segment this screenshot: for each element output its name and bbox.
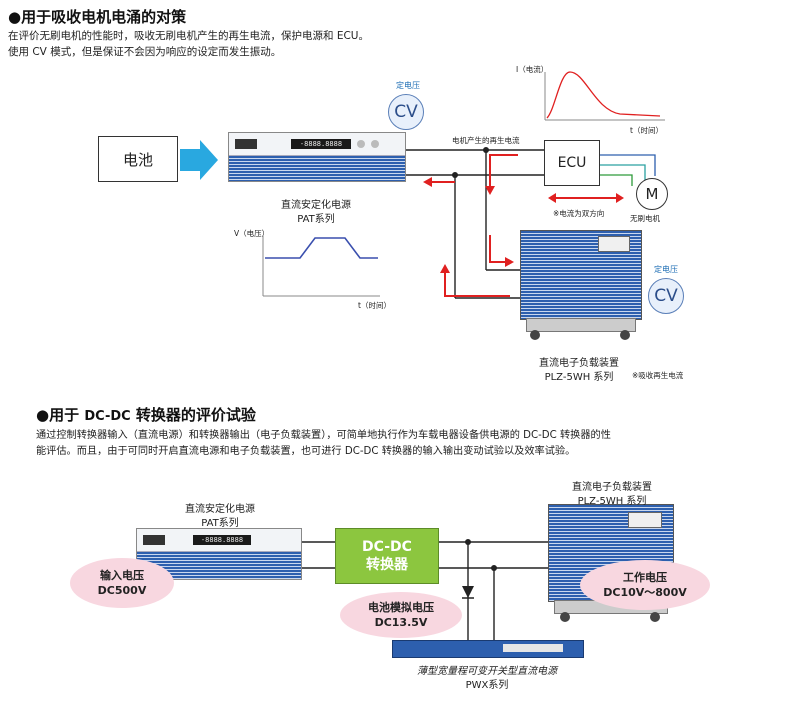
pat-caption-1-line1: 直流安定化电源 xyxy=(281,200,351,211)
pat-display-1: -8888.8888 xyxy=(291,139,351,149)
plz-caption-2-line2: PLZ-5WH 系列 xyxy=(577,496,647,507)
pat-power-supply-1: -8888.8888 xyxy=(228,132,406,182)
dcdc-line1: DC-DC xyxy=(362,539,412,555)
plz-load-1 xyxy=(520,230,642,340)
section2-wiring xyxy=(300,539,560,645)
pwx-caption-line1: 薄型宽量程可变开关型直流电源 xyxy=(417,666,557,677)
input-voltage-line1: 输入电压 xyxy=(100,569,144,582)
pat-caption-2-line2: PAT系列 xyxy=(201,518,239,529)
pat-caption-1-line2: PAT系列 xyxy=(297,214,335,225)
battery-sim-bubble: 电池模拟电压 DC13.5V xyxy=(340,592,462,638)
pwx-caption-line2: PWX系列 xyxy=(465,680,509,691)
work-voltage-line1: 工作电压 xyxy=(623,571,667,584)
plz-note: ※吸收再生电流 xyxy=(632,371,684,380)
pat-display-2: -8888.8888 xyxy=(193,535,251,545)
battery-sim-line2: DC13.5V xyxy=(374,616,428,629)
work-voltage-line2: DC10V～800V xyxy=(603,586,687,599)
pwx-power-supply xyxy=(392,640,584,658)
input-voltage-line2: DC500V xyxy=(97,584,147,597)
section2-title-dc: DC-DC xyxy=(84,409,131,424)
battery-label: 电池 xyxy=(122,150,153,169)
plz-caption-2-line1: 直流电子负载装置 xyxy=(572,482,652,493)
regen-caption: 电机产生的再生电流 xyxy=(452,136,520,145)
section2-desc-line2: 能评估。而且，由于可同时开启直流电源和电子负载装置，也可进行 DC-DC 转换器… xyxy=(36,446,576,457)
section2-title-suffix: 转换器的评价试验 xyxy=(130,406,256,424)
section2-title: ●用于 DC-DC 转换器的评价试验 xyxy=(36,404,256,425)
input-voltage-bubble: 输入电压 DC500V xyxy=(70,558,174,608)
section2-title-prefix: ●用于 xyxy=(36,406,85,424)
cv-badge-right: CV xyxy=(648,278,684,314)
section1-desc-line2: 使用 CV 模式，但是保证不会因为响应的设定而发生振动。 xyxy=(8,46,282,58)
section1-wiring xyxy=(180,71,665,299)
motor-icon: M xyxy=(636,178,668,210)
motor-caption: 无刷电机 xyxy=(630,214,660,223)
ecu-box: ECU xyxy=(544,140,600,186)
section1-title: ●用于吸收电机电涌的对策 xyxy=(8,8,187,26)
voltage-graph-ylabel: V（电压） xyxy=(234,229,270,238)
bidirectional-caption: ※电流为双方向 xyxy=(553,209,605,218)
cv-right-caption: 定电压 xyxy=(654,265,678,274)
plz-caption-1-line1: 直流电子负载装置 xyxy=(539,358,619,369)
cv-top-caption: 定电压 xyxy=(396,81,420,90)
work-voltage-bubble: 工作电压 DC10V～800V xyxy=(580,560,710,610)
voltage-graph-xlabel: t（时间） xyxy=(358,301,391,310)
current-graph-ylabel: I（电流） xyxy=(516,65,549,74)
ecu-label: ECU xyxy=(557,155,587,171)
battery-box: 电池 xyxy=(98,136,178,182)
dcdc-line2: 转换器 xyxy=(366,557,408,573)
battery-sim-line1: 电池模拟电压 xyxy=(368,601,434,614)
motor-label: M xyxy=(645,185,659,203)
section1-desc-line1: 在评价无刷电机的性能时，吸收无刷电机产生的再生电流，保护电源和 ECU。 xyxy=(8,30,369,42)
pat-caption-2-line1: 直流安定化电源 xyxy=(185,504,255,515)
cv-badge-top: CV xyxy=(388,94,424,130)
plz-caption-1-line2: PLZ-5WH 系列 xyxy=(544,372,614,383)
current-graph-xlabel: t（时间） xyxy=(630,126,663,135)
section2-desc-line1: 通过控制转换器输入（直流电源）和转换器输出（电子负载装置），可简单地执行作为车载… xyxy=(36,430,611,441)
dcdc-converter-box: DC-DC 转换器 xyxy=(335,528,439,584)
